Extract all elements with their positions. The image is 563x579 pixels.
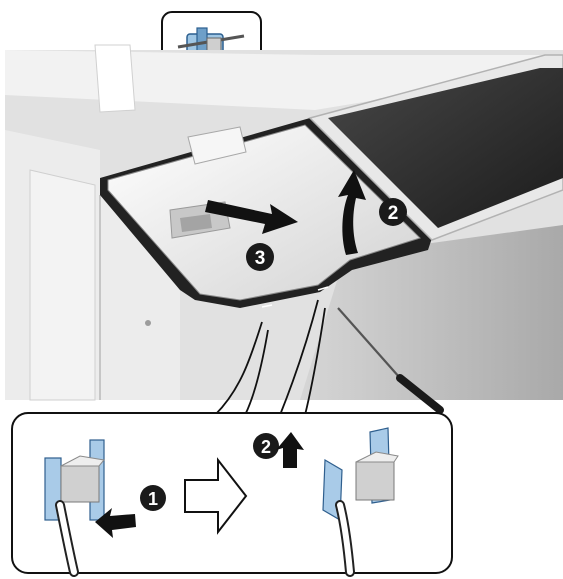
screw-hole — [145, 320, 151, 326]
copier-photo: 2 3 — [5, 45, 563, 410]
hook-release-detail-inset: 1 2 — [12, 413, 452, 573]
step-3-number: 3 — [255, 248, 266, 269]
step-1-number: 1 — [148, 489, 158, 509]
step-2-detail-number: 2 — [261, 437, 271, 457]
step-2-number: 2 — [388, 203, 399, 224]
step-1-badge: 1 — [140, 485, 166, 511]
step-2-badge: 2 — [379, 198, 407, 226]
step-3-badge: 3 — [246, 243, 274, 271]
step-2-detail-badge: 2 — [253, 433, 279, 459]
